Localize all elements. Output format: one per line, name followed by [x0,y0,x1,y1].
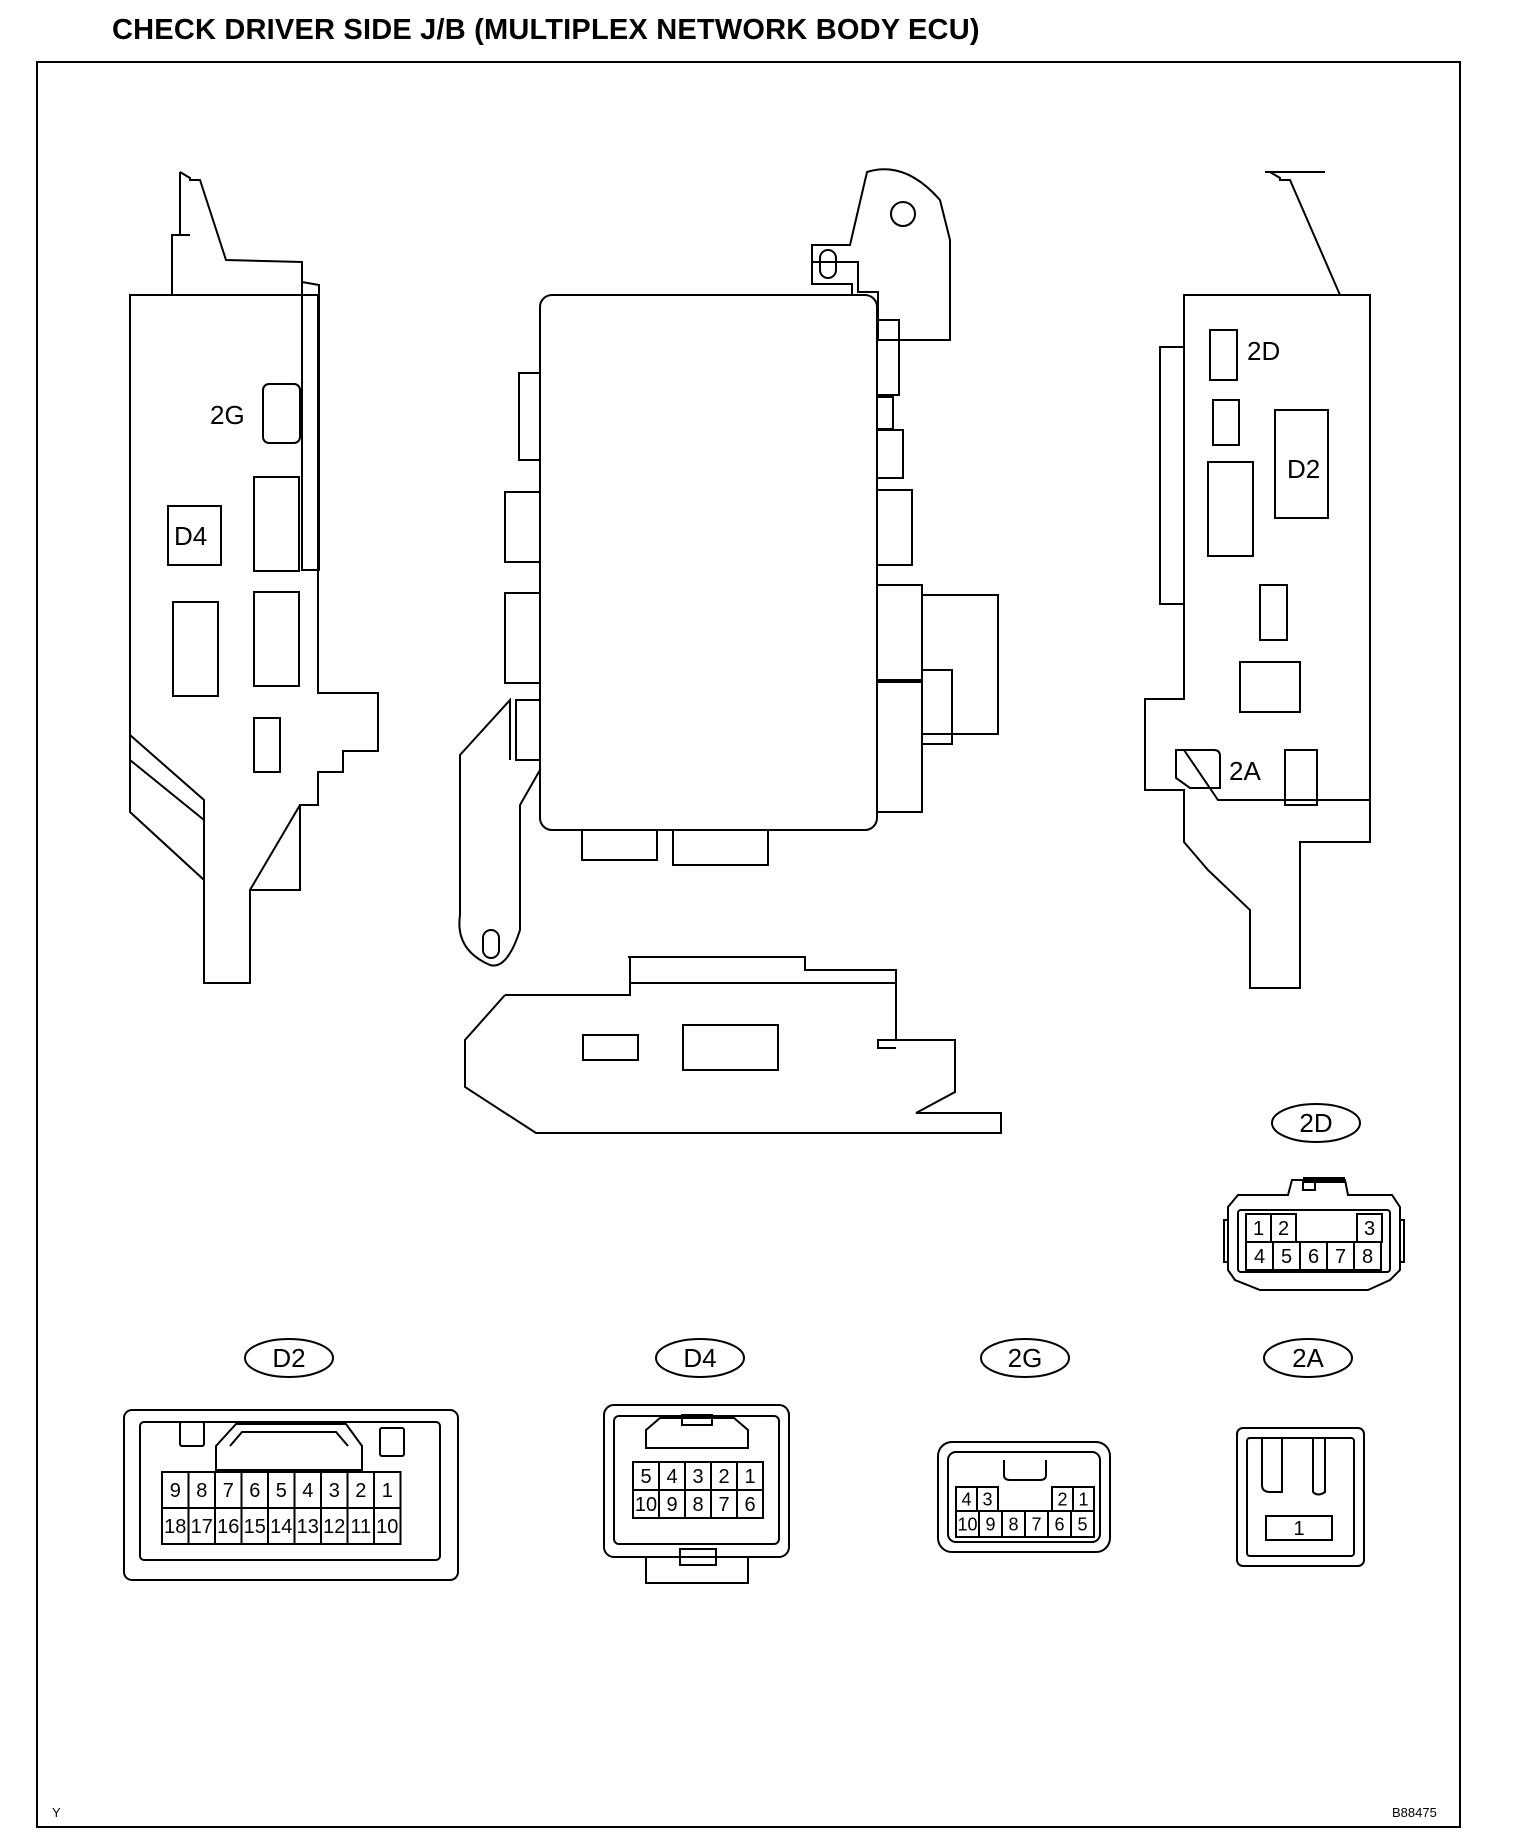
pin-d2-label: 18 [164,1516,186,1538]
pin-d4-label: 8 [692,1494,703,1516]
pin-2g-label: 3 [982,1489,992,1509]
pin-2g-label: 10 [957,1514,977,1534]
right-side-view: 2D D2 2A [1144,171,1371,989]
pin-d2-label: 17 [191,1516,213,1538]
right-d2-connector [1274,409,1329,519]
pin-d4-label: 6 [744,1494,755,1516]
pin-2d-label: 3 [1364,1218,1375,1240]
pin-d2-cell [373,1507,402,1545]
pin-2d-label: 2 [1278,1218,1289,1240]
pin-d4-cell [736,1489,764,1519]
pin-d2-label: 7 [223,1480,234,1502]
center-ecu-view [458,168,1002,1134]
connector-d4-title: D4 [683,1343,716,1373]
pin-d2-label: 14 [270,1516,292,1538]
right-d2-label: D2 [1287,454,1320,484]
pin-2g-label: 7 [1031,1514,1041,1534]
pin-d2-label: 16 [217,1516,239,1538]
pin-d4-label: 4 [666,1466,677,1488]
right-2d-connector [1209,329,1238,381]
pin-2d-label: 6 [1308,1246,1319,1268]
pin-2d-cell [1353,1241,1382,1271]
pin-d2-label: 3 [329,1480,340,1502]
diagram-frame [36,61,1461,1828]
connector-2d-title: 2D [1299,1108,1332,1138]
pin-2d-label: 1 [1253,1218,1264,1240]
pin-d4-label: 2 [718,1466,729,1488]
pin-d4-label: 10 [635,1494,657,1516]
pin-2g-label: 5 [1077,1514,1087,1534]
right-2a-label: 2A [1229,756,1261,786]
pin-d4-label: 1 [744,1466,755,1488]
pin-d2-label: 11 [350,1516,371,1538]
ecu-body [539,294,878,831]
page-title: CHECK DRIVER SIDE J/B (MULTIPLEX NETWORK… [112,14,980,46]
connector-2a-face: 2A 1 [1236,1338,1365,1567]
connector-2a-pins: 1 [1293,1518,1304,1540]
pin-d2-label: 8 [196,1480,207,1502]
pin-d2-label: 1 [382,1480,393,1502]
pin-2d-label: 7 [1335,1246,1346,1268]
right-2a-connector [1175,749,1221,789]
pin-2a-label: 1 [1293,1518,1304,1540]
pin-2d-label: 8 [1362,1246,1373,1268]
pin-2g-label: 4 [961,1489,971,1509]
pin-d4-label: 5 [640,1466,651,1488]
left-d4-connector [167,505,222,566]
pin-2g-label: 2 [1057,1489,1067,1509]
right-2d-label: 2D [1247,336,1280,366]
pin-d4-label: 7 [718,1494,729,1516]
pin-2g-label: 9 [985,1514,995,1534]
figure-id: B88475 [1392,1805,1437,1820]
pin-2d-label: 4 [1254,1246,1265,1268]
pin-d4-label: 9 [666,1494,677,1516]
pin-2g-label: 8 [1008,1514,1018,1534]
pin-d2-label: 15 [244,1516,266,1538]
pin-2g-label: 6 [1054,1514,1064,1534]
connector-2g-title: 2G [1008,1343,1043,1373]
pin-d2-label: 5 [276,1480,287,1502]
pin-d2-label: 9 [170,1480,181,1502]
pin-2g-label: 1 [1078,1489,1088,1509]
pin-d2-label: 2 [355,1480,366,1502]
left-2g-connector [262,383,301,444]
pin-2g-cell [1070,1510,1095,1538]
connector-2a-title: 2A [1292,1343,1324,1373]
pin-d4-label: 3 [692,1466,703,1488]
pin-2d-label: 5 [1281,1246,1292,1268]
pin-d2-label: 12 [323,1516,345,1538]
pin-d2-label: 6 [249,1480,260,1502]
left-2g-label: 2G [210,400,245,430]
pin-d2-label: 13 [297,1516,319,1538]
pin-d2-label: 10 [376,1516,398,1538]
left-d4-label: D4 [174,521,207,551]
pin-d2-label: 4 [302,1480,313,1502]
connector-d2-title: D2 [272,1343,305,1373]
corner-mark: Y [52,1805,61,1820]
left-side-view: 2G D4 [129,171,379,984]
